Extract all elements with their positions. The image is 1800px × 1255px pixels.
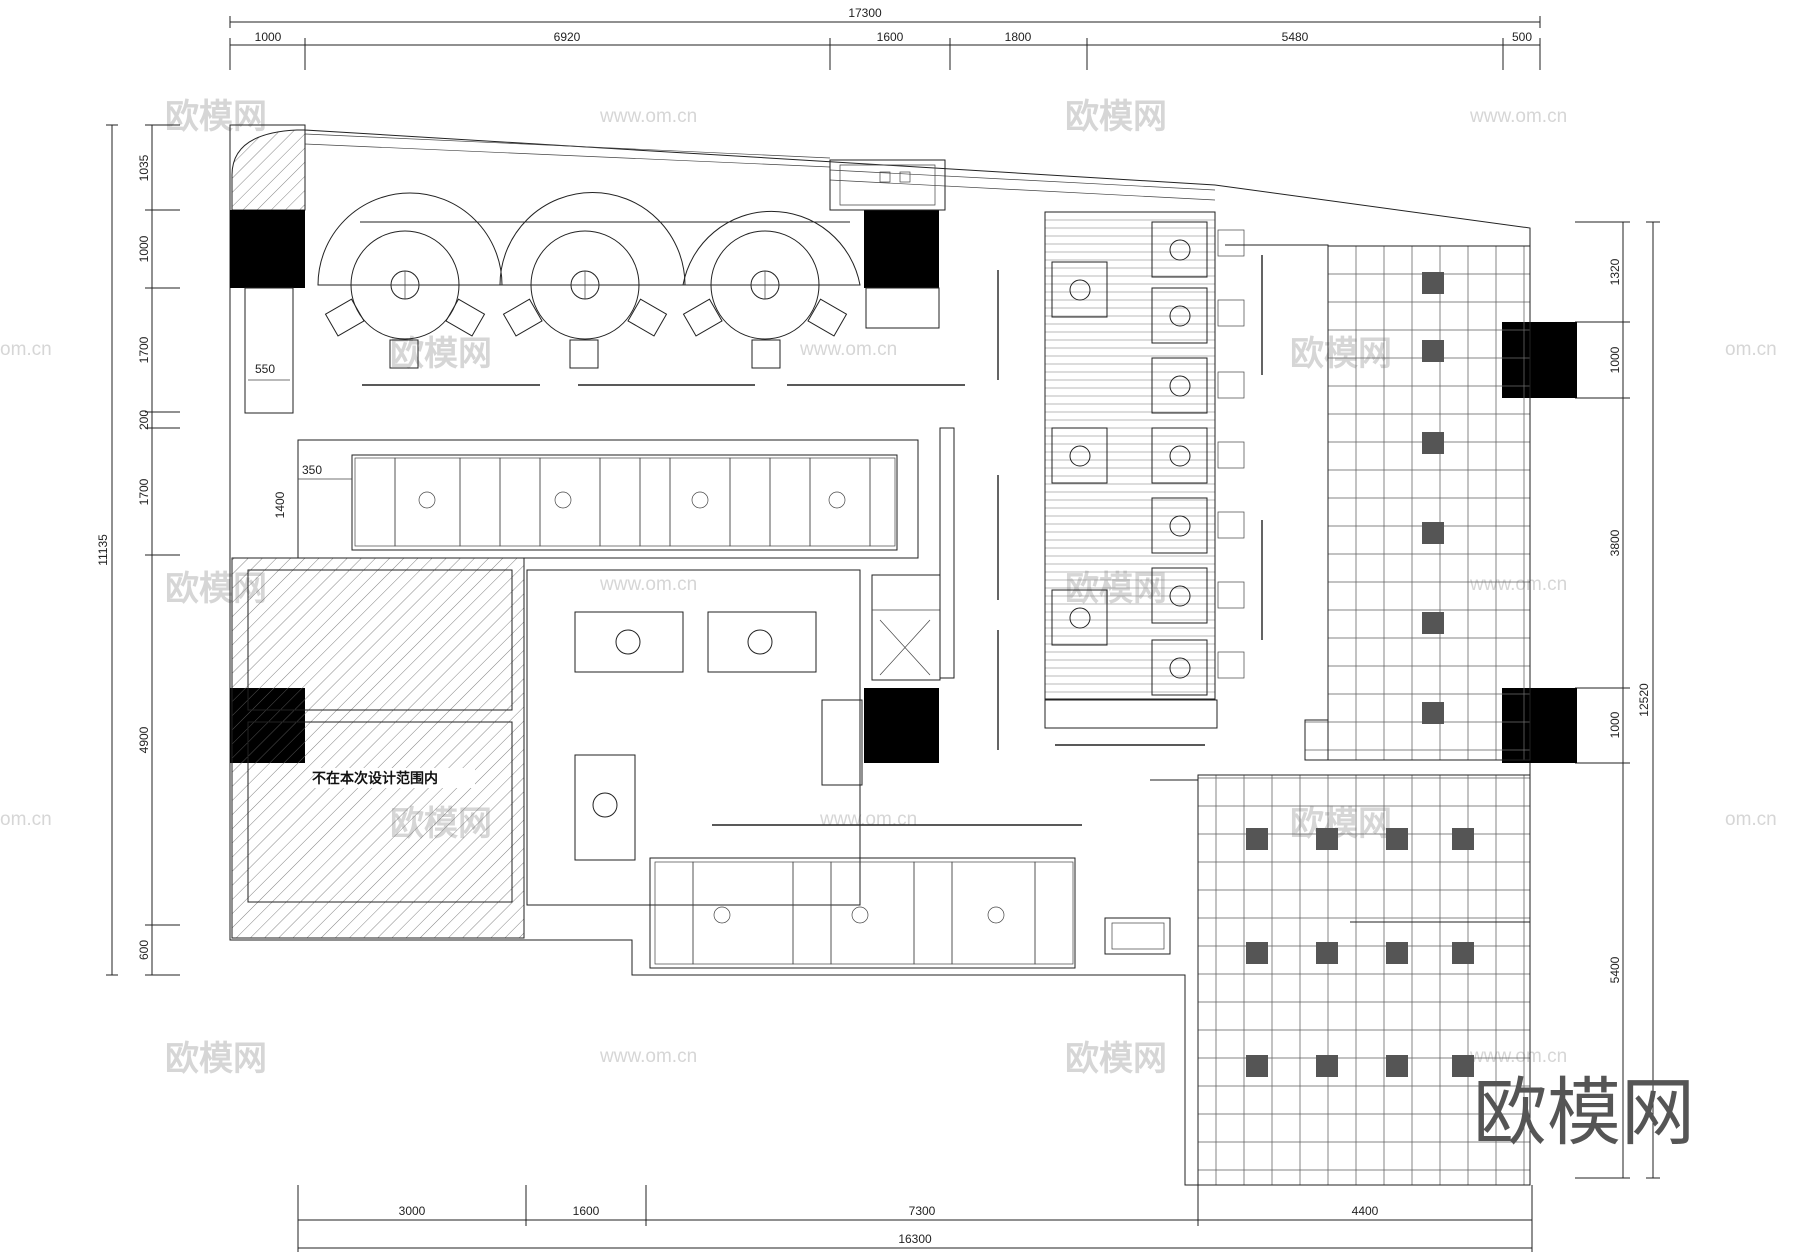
round-table — [710, 230, 820, 340]
dimension-label: 11135 — [96, 534, 110, 566]
round-table-group — [499, 192, 686, 369]
dimension-label: 1000 — [255, 30, 282, 44]
dimension-label: 1600 — [573, 1204, 600, 1218]
round-table-group — [682, 210, 861, 369]
dimension-label: 1700 — [137, 478, 151, 505]
dimension-label: 1700 — [137, 336, 151, 363]
watermark-url: om.cn — [1725, 339, 1777, 360]
watermark-url: www.om.cn — [599, 1046, 697, 1067]
column — [864, 210, 939, 288]
dimension-label: 550 — [255, 362, 275, 376]
excluded-area-note: 不在本次设计范围内 — [312, 770, 438, 787]
dimension-label: 1600 — [877, 30, 904, 44]
plank-seating-area — [1044, 211, 1245, 729]
watermark-url: www.om.cn — [799, 339, 897, 360]
watermark-url: www.om.cn — [819, 809, 917, 830]
dimension-label: 600 — [137, 940, 151, 960]
dimension-label: 16300 — [898, 1232, 932, 1246]
watermark-url: www.om.cn — [1469, 106, 1567, 127]
watermark-url: www.om.cn — [599, 574, 697, 595]
top-dimension-chain: 17300 1000 6920 1600 1800 5480 500 — [229, 6, 1541, 70]
dimension-label: 1320 — [1608, 258, 1622, 285]
dimension-label: 350 — [302, 463, 322, 477]
dimension-label: 6920 — [554, 30, 581, 44]
chair — [324, 298, 365, 337]
watermark-brand: 欧模网 — [1065, 97, 1167, 137]
chair — [502, 298, 543, 337]
dimension-label: 5480 — [1282, 30, 1309, 44]
table — [574, 611, 684, 673]
dimension-label: 1800 — [1005, 30, 1032, 44]
watermark-brand: 欧模网 — [165, 1039, 267, 1079]
tile-terrace — [1150, 244, 1531, 1186]
chair — [445, 298, 486, 337]
dimension-label: 3000 — [399, 1204, 426, 1218]
service-box — [1104, 917, 1171, 955]
column — [230, 210, 305, 288]
dimension-label: 1035 — [137, 154, 151, 181]
chair — [569, 339, 599, 369]
dimension-label: 7300 — [909, 1204, 936, 1218]
dimension-label: 17300 — [848, 6, 882, 20]
excluded-area: 不在本次设计范围内 — [231, 557, 525, 939]
dimension-label: 1400 — [273, 491, 287, 518]
chair — [682, 298, 723, 337]
right-dimension-chain: 1320 1000 3800 1000 5400 12520 — [1575, 221, 1660, 1179]
chair — [751, 339, 781, 369]
booth-row-lower — [649, 857, 1076, 969]
entrance-feature — [829, 159, 946, 329]
dimension-label: 200 — [137, 410, 151, 430]
watermark-url: om.cn — [0, 809, 52, 830]
chair — [389, 339, 419, 369]
left-bench: 550 — [244, 287, 294, 414]
center-dining-block — [526, 427, 955, 906]
dimension-label: 4400 — [1352, 1204, 1379, 1218]
round-table — [350, 230, 460, 340]
dimension-label: 1000 — [1608, 711, 1622, 738]
watermark-url: om.cn — [1725, 809, 1777, 830]
left-dimension-chain: 11135 1035 1000 1700 200 1700 4900 600 — [96, 124, 180, 976]
round-dining-area — [317, 192, 861, 369]
table — [707, 611, 817, 673]
dimension-label: 1000 — [1608, 346, 1622, 373]
chair — [807, 298, 848, 337]
round-table — [530, 230, 640, 340]
dimension-label: 4900 — [137, 726, 151, 753]
dimension-label: 5400 — [1608, 956, 1622, 983]
watermark-url: om.cn — [0, 339, 52, 360]
dimension-label: 500 — [1512, 30, 1532, 44]
chair — [627, 298, 668, 337]
watermark-url: www.om.cn — [599, 106, 697, 127]
table — [574, 754, 636, 861]
corner-bay — [231, 129, 306, 211]
dimension-label: 3800 — [1608, 529, 1622, 556]
watermark-brand: 欧模网 — [165, 97, 267, 137]
bottom-dimension-chain: 3000 1600 7300 4400 16300 — [297, 1185, 1533, 1252]
brand-watermark: 欧模网 — [1473, 1070, 1695, 1156]
dimension-label: 1000 — [137, 235, 151, 262]
dimension-label: 12520 — [1637, 683, 1651, 717]
booth-row-upper: 350 1400 — [273, 439, 919, 559]
light-rails — [362, 255, 1263, 826]
round-table-group — [317, 192, 503, 369]
dark-tile-markers — [1246, 272, 1474, 1077]
watermark-brand: 欧模网 — [390, 334, 492, 374]
column — [864, 688, 939, 763]
watermark-brand: 欧模网 — [1065, 1039, 1167, 1079]
